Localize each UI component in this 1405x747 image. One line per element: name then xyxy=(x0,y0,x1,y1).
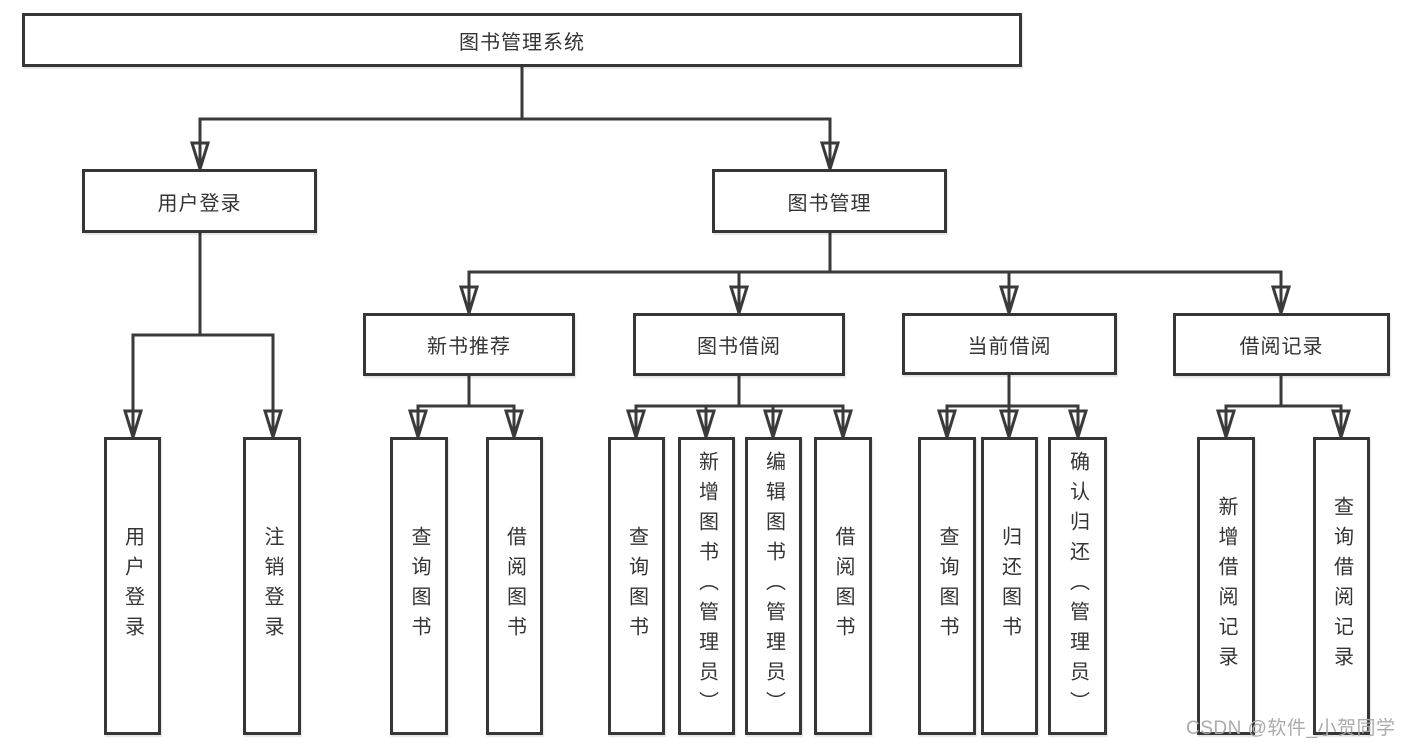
node-borrow-records: 借阅记录 xyxy=(1173,313,1390,376)
node-current-borrow: 当前借阅 xyxy=(902,313,1117,375)
node-user-login: 用户登录 xyxy=(82,169,317,233)
node-user-login-label: 用户登录 xyxy=(157,192,242,215)
leaf-borrow-books-recommend-label: 借阅图书 xyxy=(503,526,526,646)
leaf-query-books-current-label: 查询图书 xyxy=(936,526,958,646)
leaf-confirm-return-admin: 确认归还（管理员） xyxy=(1048,437,1107,735)
leaf-query-books-recommend-label: 查询图书 xyxy=(408,526,430,646)
leaf-add-borrow-record-label: 新增借阅记录 xyxy=(1215,496,1237,676)
node-borrow-records-label: 借阅记录 xyxy=(1239,336,1324,358)
leaf-add-books-admin: 新增图书（管理员） xyxy=(678,437,735,735)
leaf-query-borrow-record-label: 查询借阅记录 xyxy=(1330,496,1353,676)
node-book-management: 图书管理 xyxy=(712,169,947,233)
leaf-return-books-label: 归还图书 xyxy=(998,526,1021,646)
leaf-user-login-label: 用户登录 xyxy=(121,526,144,646)
leaf-borrow-books-borrow-label: 借阅图书 xyxy=(832,526,854,646)
leaf-return-books: 归还图书 xyxy=(981,437,1038,735)
leaf-user-login: 用户登录 xyxy=(104,437,161,735)
leaf-borrow-books-borrow: 借阅图书 xyxy=(814,437,872,735)
leaf-query-books-borrow: 查询图书 xyxy=(608,437,665,735)
node-root-label: 图书管理系统 xyxy=(459,31,585,54)
leaf-confirm-return-admin-label: 确认归还（管理员） xyxy=(1066,451,1089,721)
node-book-borrow-label: 图书借阅 xyxy=(697,336,781,358)
leaf-query-books-current: 查询图书 xyxy=(918,437,976,735)
leaf-add-books-admin-label: 新增图书（管理员） xyxy=(695,451,718,721)
node-book-management-label: 图书管理 xyxy=(787,192,872,215)
leaf-query-books-recommend: 查询图书 xyxy=(390,437,448,735)
node-current-borrow-label: 当前借阅 xyxy=(967,335,1052,358)
leaf-logout-login-label: 注销登录 xyxy=(261,526,283,646)
leaf-logout-login: 注销登录 xyxy=(243,437,301,735)
csdn-watermark: CSDN @软件_小贺同学 xyxy=(1186,718,1396,739)
node-root: 图书管理系统 xyxy=(22,13,1022,67)
node-new-book-recommend: 新书推荐 xyxy=(363,313,575,376)
node-book-borrow: 图书借阅 xyxy=(633,313,845,376)
node-new-book-recommend-label: 新书推荐 xyxy=(427,336,511,358)
leaf-query-books-borrow-label: 查询图书 xyxy=(625,526,648,646)
leaf-query-borrow-record: 查询借阅记录 xyxy=(1313,437,1370,735)
leaf-borrow-books-recommend: 借阅图书 xyxy=(486,437,543,735)
leaf-add-borrow-record: 新增借阅记录 xyxy=(1197,437,1255,735)
leaf-edit-books-admin: 编辑图书（管理员） xyxy=(745,437,802,735)
leaf-edit-books-admin-label: 编辑图书（管理员） xyxy=(762,451,785,721)
